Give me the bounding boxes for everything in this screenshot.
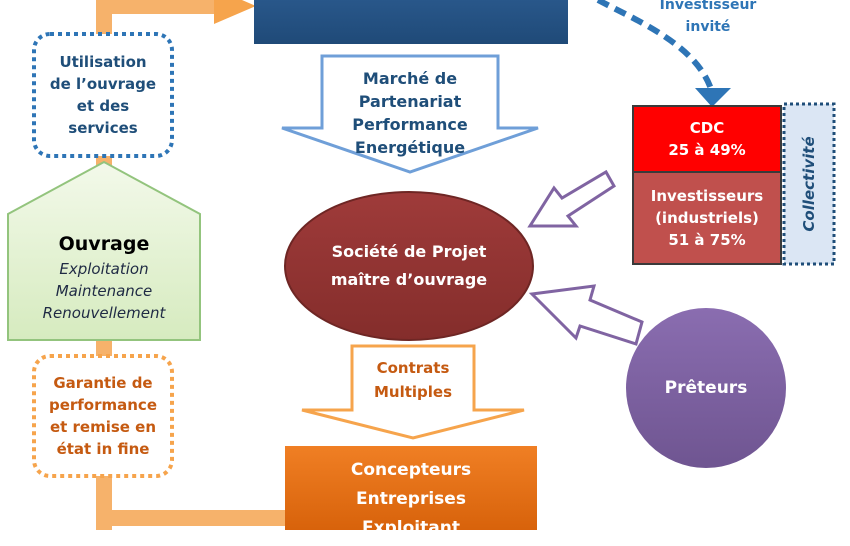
investisseurs-box [632,171,782,265]
investisseurs-to-societe-arrow [527,169,617,228]
cdc-label: CDC 25 à 49% [668,119,746,159]
preteurs-label: Prêteurs [664,378,748,398]
garantie-label: Garantie de performance et remise en éta… [48,374,158,458]
marche-label: Marché de Partenariat Performance Energé… [352,69,468,157]
investisseurs-label: Investisseurs (industriels) 51 à 75% [650,187,764,249]
concepteurs-label: Concepteurs Entreprises Exploitant [350,460,472,538]
utilisation-label: Utilisation de l’ouvrage et des services [49,53,157,137]
ouvrage-label: Ouvrage Exploitation Maintenance Renouve… [42,233,166,322]
societe-ellipse [284,191,534,341]
cdc-box [632,105,782,173]
diagram-canvas [7,0,836,530]
contrats-label: Contrats Multiples [373,359,453,401]
societe-label: Société de Projet maître d’ouvrage [330,242,488,289]
preteurs-circle [626,308,786,468]
utilisation-box [32,32,174,158]
marche-arrow [281,54,539,174]
contrats-arrow [301,344,525,440]
investisseur-invite-arrow [596,0,715,93]
concepteurs-box [285,446,537,530]
collectivite-box [782,102,836,266]
collectivite-label: Collectivité [800,136,818,232]
preteurs-to-societe-arrow [528,284,644,346]
ouvrage-shape [7,160,201,341]
investisseur-invite-label: Investisseur invité [659,0,757,35]
garantie-box [32,354,174,478]
client-box [254,0,568,44]
